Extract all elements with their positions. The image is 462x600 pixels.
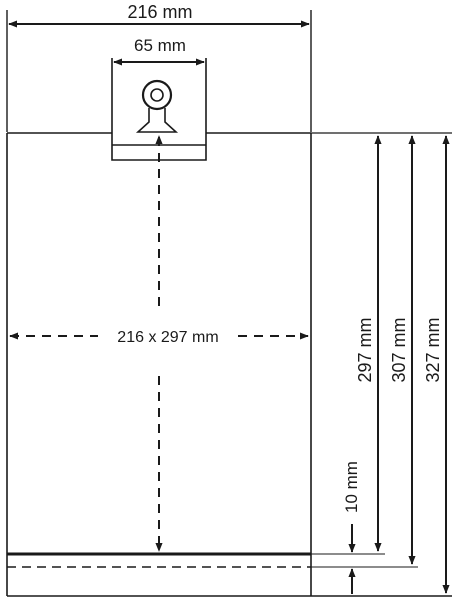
page-size-dimension: 216 x 297 mm — [9, 135, 309, 552]
flap-10-label: 10 mm — [342, 461, 361, 513]
height-297-label: 297 mm — [355, 317, 375, 382]
page-size-label: 216 x 297 mm — [117, 329, 218, 346]
height-327-label: 327 mm — [423, 317, 443, 382]
flap-10-dimension: 10 mm — [342, 461, 361, 594]
height-297-dimension: 297 mm — [355, 135, 382, 552]
overall-width-label: 216 mm — [127, 2, 192, 22]
height-307-dimension: 307 mm — [389, 135, 416, 565]
hanger-width-dimension: 65 mm — [113, 36, 205, 66]
height-327-dimension: 327 mm — [423, 135, 450, 594]
height-307-label: 307 mm — [389, 317, 409, 382]
bag-body — [6, 132, 452, 597]
overall-width-dimension: 216 mm — [6, 2, 312, 132]
hanger-width-label: 65 mm — [134, 36, 186, 55]
